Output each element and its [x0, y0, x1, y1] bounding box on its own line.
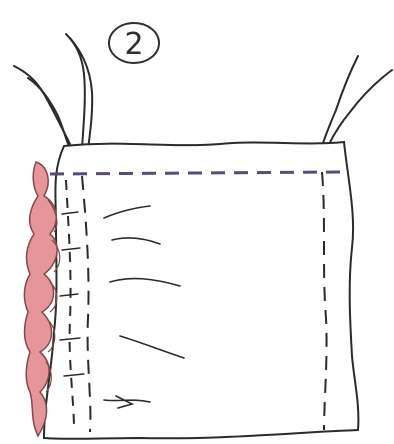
thread-mid-2: [70, 38, 92, 150]
fabric-outline: [44, 142, 358, 439]
thread-left-1: [14, 66, 70, 144]
step-number: 2: [124, 27, 143, 62]
step-badge: 2: [109, 23, 159, 63]
threads: [14, 34, 392, 150]
thread-right-1: [322, 56, 358, 146]
thread-mid-1: [66, 34, 85, 148]
thread-left-2: [28, 78, 69, 146]
